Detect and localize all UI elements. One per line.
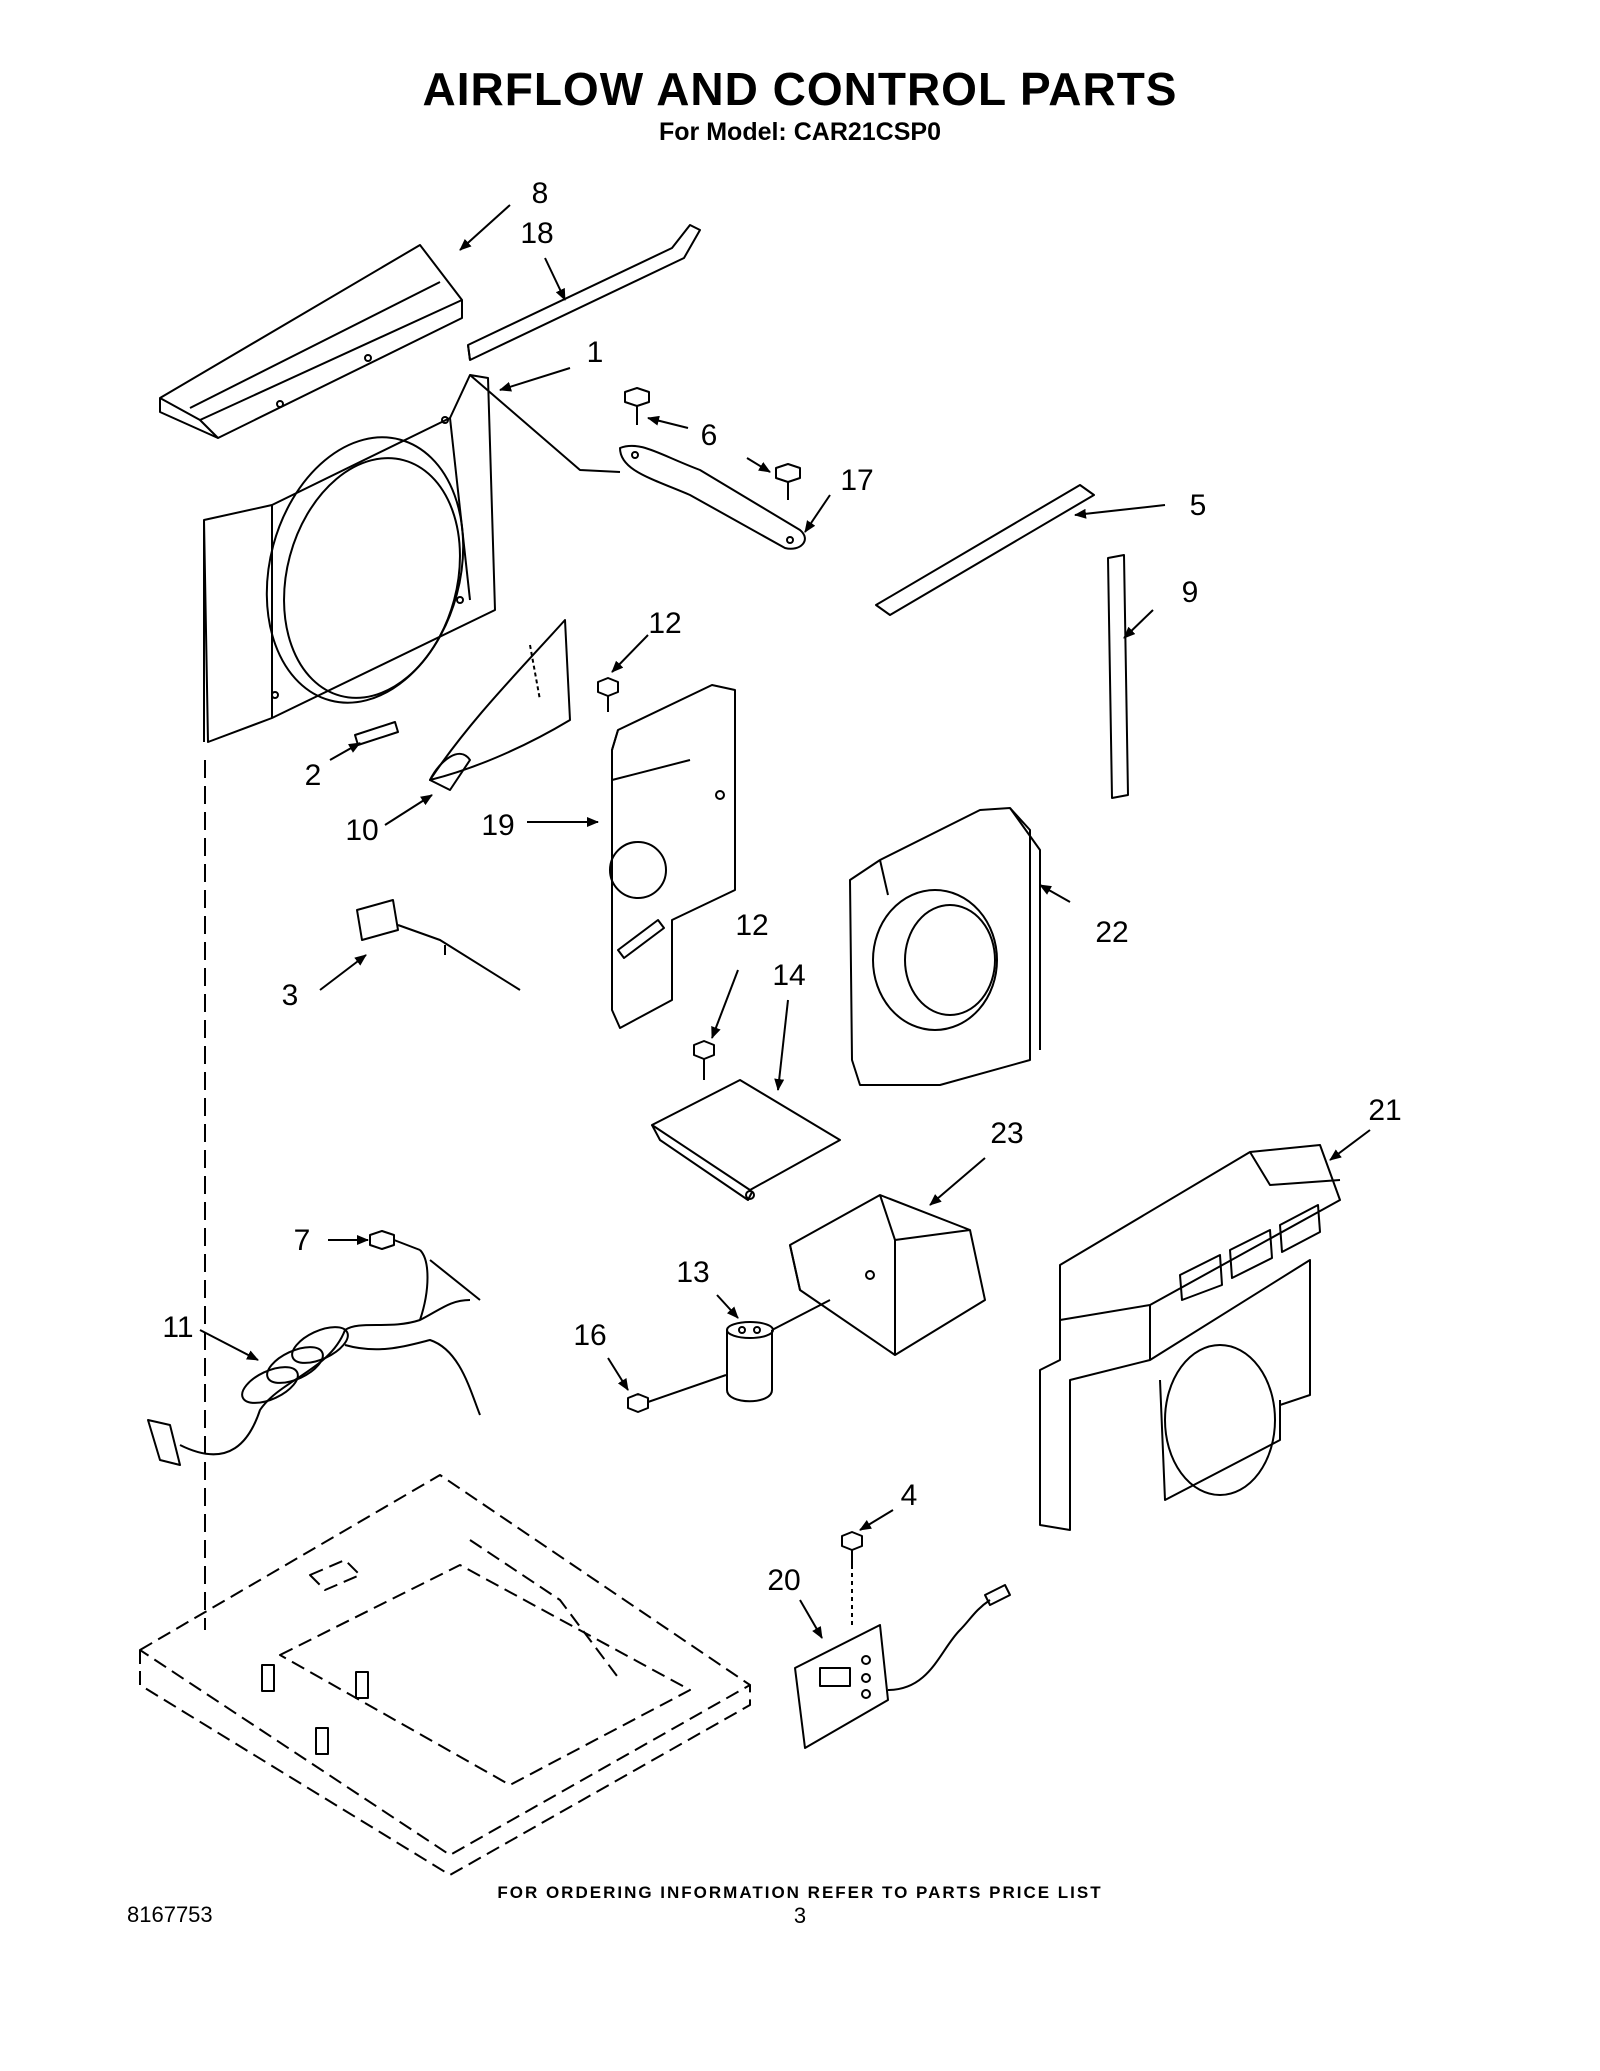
callout-22: 22 [1095,916,1128,949]
callout-9: 9 [1182,576,1199,609]
air-deflector [429,619,571,791]
callout-16: 16 [573,1319,606,1352]
callout-3: 3 [282,979,299,1012]
callout-11: 11 [162,1311,193,1344]
control-mounting-bracket [609,684,736,1029]
thermistor-sensor [356,899,521,991]
capacitor [726,1299,831,1403]
callout-14: 14 [772,959,805,992]
screw-12b [693,1040,715,1080]
callout-17: 17 [840,464,873,497]
bracket-strip [467,224,701,361]
callout-leaders [199,204,1371,1639]
callout-8: 8 [532,177,549,210]
callout-12-lower: 12 [735,909,768,942]
model-subtitle: For Model: CAR21CSP0 [659,118,941,146]
ordering-note: FOR ORDERING INFORMATION REFER TO PARTS … [497,1883,1103,1902]
callout-23: 23 [990,1117,1023,1150]
ground-screw [369,1230,421,1251]
screw-4 [841,1531,863,1625]
callout-4: 4 [901,1479,918,1512]
callout-10: 10 [345,814,378,847]
foam-strip-horizontal [875,484,1095,616]
callout-2: 2 [305,759,322,792]
callout-7: 7 [294,1224,311,1257]
control-board [794,1584,1011,1749]
page-number: 3 [793,1903,807,1928]
callout-19: 19 [481,809,514,842]
capacitor-bracket [789,1194,986,1356]
page-title: AIRFLOW AND CONTROL PARTS [422,63,1178,115]
screw-6a [624,387,650,425]
screw-6b [775,463,801,500]
blower-scroll-housing [849,807,1041,1086]
callout-20: 20 [767,1564,800,1597]
callout-5: 5 [1190,489,1207,522]
screw-12a [597,677,619,712]
base-pan-standoffs [261,1664,369,1755]
callout-18: 18 [520,217,553,250]
air-duct-assembly [1039,1144,1341,1531]
power-cord [147,1249,481,1466]
document-number: 8167753 [127,1902,213,1927]
callout-1: 1 [587,336,604,369]
screw-16 [627,1374,727,1413]
callout-13: 13 [676,1256,709,1289]
base-pan [139,1474,751,1876]
callout-labels: 8 18 1 6 17 5 9 12 2 10 19 3 22 12 14 23… [162,177,1401,1597]
callout-6: 6 [701,419,718,452]
callout-21: 21 [1368,1094,1401,1127]
fan-shroud [203,374,621,743]
base-plate-14 [651,1079,841,1201]
foam-strip-vertical [1107,554,1129,799]
support-brace [619,444,806,550]
callout-12-upper: 12 [648,607,681,640]
foam-block [354,721,399,746]
top-cover-panel [159,244,463,439]
